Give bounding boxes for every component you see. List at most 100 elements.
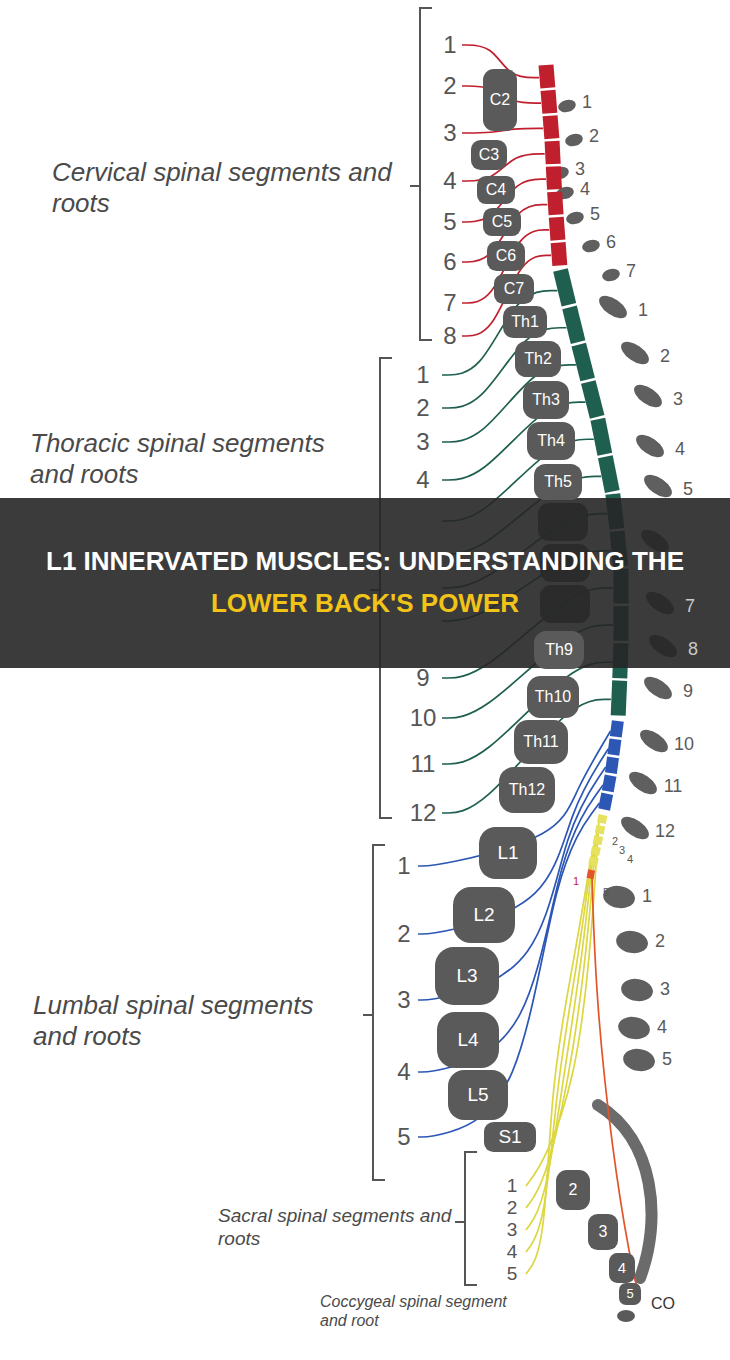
cord-segment [611,757,613,773]
bracket [410,8,432,340]
spinous-process [601,267,621,283]
vertebra-shape [523,381,569,419]
vertebra-shape [534,631,584,669]
nerve-root [526,863,590,1274]
spinous-number: 2 [660,346,670,368]
spinous-number: 7 [626,261,636,283]
vertebra-body: Th10 [527,676,579,718]
nerve-root [442,699,611,813]
spinous-number: 3 [660,979,670,1001]
headline-highlight: LOWER BACK'S POWER [211,589,519,619]
cord-segment [593,857,595,865]
vertebra-shape [588,1214,618,1250]
vertebra-label: 5 [626,1287,633,1302]
root-number: 2 [443,72,456,101]
cord-segment [546,65,548,88]
spinous-number: 5 [662,1049,672,1071]
vertebra-label: L2 [473,904,494,926]
vertebra-label: Th3 [532,391,560,409]
vertebra-label: C7 [504,280,524,298]
vertebra-shape [435,947,499,1005]
root-number: 4 [443,167,456,196]
spinous-process [614,928,649,955]
spinous-process [595,291,630,322]
segment-number: 4 [627,853,633,866]
vertebra-body: Th1 [503,306,547,338]
vertebra-label: L5 [467,1084,488,1106]
cord-segment [590,870,592,879]
spinous-process [616,1014,651,1041]
vertebra-body: 3 [588,1214,618,1250]
group-label: Sacral spinal segments and roots [218,1205,453,1251]
spinous-process [617,337,652,368]
segment-number: 5 [603,886,609,899]
vertebra-body: L4 [437,1012,499,1068]
vertebra-shape [527,676,579,718]
root-number: 4 [507,1241,518,1264]
vertebra-shape [514,720,568,764]
vertebra-label: S1 [498,1126,521,1148]
spinous-number: 5 [590,204,600,226]
root-number: 11 [411,750,436,779]
spinous-number: 4 [675,439,685,461]
vertebra-shape [479,827,537,879]
vertebra-body: C5 [483,208,521,236]
vertebra-body: 4 [609,1253,635,1283]
cord-segment [598,419,605,454]
spinous-process [640,672,675,703]
vertebra-label: 3 [599,1223,608,1241]
spinous-process [581,238,601,254]
cord-segment [601,815,603,823]
vertebra-label: Th10 [535,688,571,706]
vertebra-shape [477,176,515,204]
root-number: 8 [443,322,456,351]
spinous-process [601,883,636,910]
vertebra-body: 2 [556,1170,590,1210]
root-number: 10 [410,704,437,733]
spinous-process [625,767,660,798]
vertebra-body: Th3 [523,381,569,419]
spinous-number: 12 [655,821,675,843]
cord-segment [548,90,550,113]
spinous-number: 4 [657,1017,667,1039]
cord-segment [550,116,552,139]
vertebra-body: C3 [471,140,507,170]
root-number: 6 [443,248,456,277]
spinous-number: 8 [688,639,698,661]
spinous-process [617,812,652,843]
group-label: Lumbal spinal segments and roots [33,990,363,1052]
root-number: 1 [397,852,410,881]
vertebra-shape [609,1253,635,1283]
vertebra-body: C4 [477,176,515,204]
spinous-number: 1 [638,300,648,322]
vertebra-body: Th4 [527,422,575,460]
vertebra-shape [484,1122,536,1152]
spinous-number: 4 [580,179,590,201]
vertebra-body: L3 [435,947,499,1005]
root-number: 2 [397,920,410,949]
spinous-process [632,430,667,461]
spinous-number: 3 [575,159,585,181]
nerve-root [526,820,599,1186]
vertebra-label: C4 [486,181,506,199]
root-number: 2 [507,1197,518,1220]
vertebra-label: C3 [479,146,499,164]
vertebra-shape [515,341,561,377]
vertebra-label: Th12 [509,781,545,799]
nerve-root [442,662,612,764]
root-number: 3 [443,119,456,148]
vertebra-label: L1 [497,842,518,864]
cord-segment [595,847,597,855]
root-number: 7 [443,289,456,318]
vertebra-label: Th2 [524,350,552,368]
vertebra-label: 2 [569,1181,578,1199]
spinous-process [621,1046,656,1073]
cord-segment [579,345,588,380]
root-number: 2 [416,394,429,423]
root-number: 3 [397,986,410,1015]
cord-segment [597,836,599,844]
vertebra-shape [483,69,517,131]
spinous-number: 1 [582,92,592,114]
root-number: 12 [410,799,437,828]
vertebra-label: Th4 [537,432,565,450]
